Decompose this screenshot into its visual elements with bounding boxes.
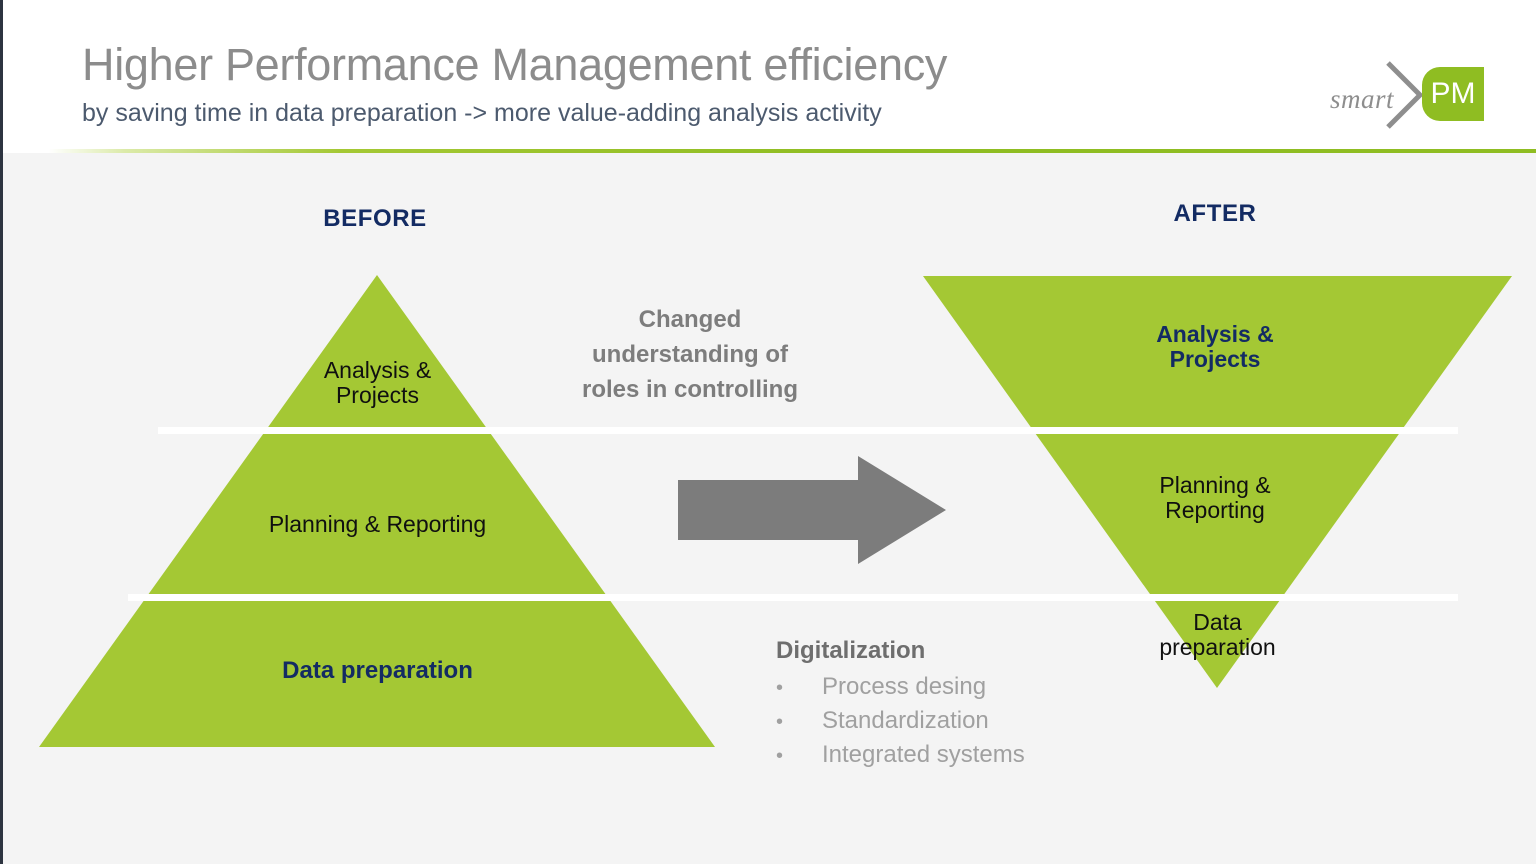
after-column-label: AFTER: [1173, 200, 1257, 227]
before-column-label: BEFORE: [323, 205, 427, 232]
page-subtitle: by saving time in data preparation -> mo…: [82, 99, 882, 127]
digitalization-title: Digitalization: [776, 637, 926, 664]
digitalization-block: Digitalization • Process desing • Standa…: [776, 636, 1106, 772]
list-item-label: Process desing: [822, 673, 987, 700]
logo-wordmark: smart: [1330, 84, 1395, 114]
list-item: • Standardization: [776, 704, 1106, 738]
after-layer-data-label: Data preparation: [1159, 609, 1276, 660]
slide-header: Higher Performance Management efficiency…: [0, 0, 1536, 152]
bullet-icon: •: [776, 677, 784, 699]
bullet-icon: •: [776, 745, 784, 768]
centre-caption: Changed understanding of roles in contro…: [581, 306, 798, 403]
before-layer-data-label: Data preparation: [282, 657, 473, 684]
after-layer-analysis-label: Analysis & Projects: [1156, 321, 1274, 372]
smartpm-logo[interactable]: smart PM: [1330, 60, 1490, 132]
digitalization-list: • Process desing • Standardization • Int…: [776, 670, 1106, 772]
list-item-label: Standardization: [822, 707, 989, 735]
list-item: • Integrated systems: [776, 738, 1106, 772]
list-item-label: Integrated systems: [822, 741, 1025, 769]
layer-divider-upper: [158, 427, 1458, 434]
before-layer-planning-label: Planning & Reporting: [268, 511, 487, 537]
left-edge-rule: [0, 0, 3, 864]
before-layer-analysis-label: Analysis & Projects: [323, 357, 432, 408]
page-title: Higher Performance Management efficiency: [82, 39, 948, 90]
layer-divider-lower: [128, 594, 1458, 601]
arrow-right-icon: [678, 456, 946, 564]
logo-pm-badge: PM: [1422, 67, 1484, 121]
after-layer-planning-label: Planning & Reporting: [1159, 472, 1271, 523]
list-item: • Process desing: [776, 670, 1106, 704]
bullet-icon: •: [776, 711, 784, 734]
after-inverted-pyramid-shape: [923, 276, 1512, 688]
header-green-rule: [3, 149, 1536, 153]
before-pyramid-shape: [39, 275, 715, 747]
chevron-right-icon: [1386, 61, 1424, 129]
